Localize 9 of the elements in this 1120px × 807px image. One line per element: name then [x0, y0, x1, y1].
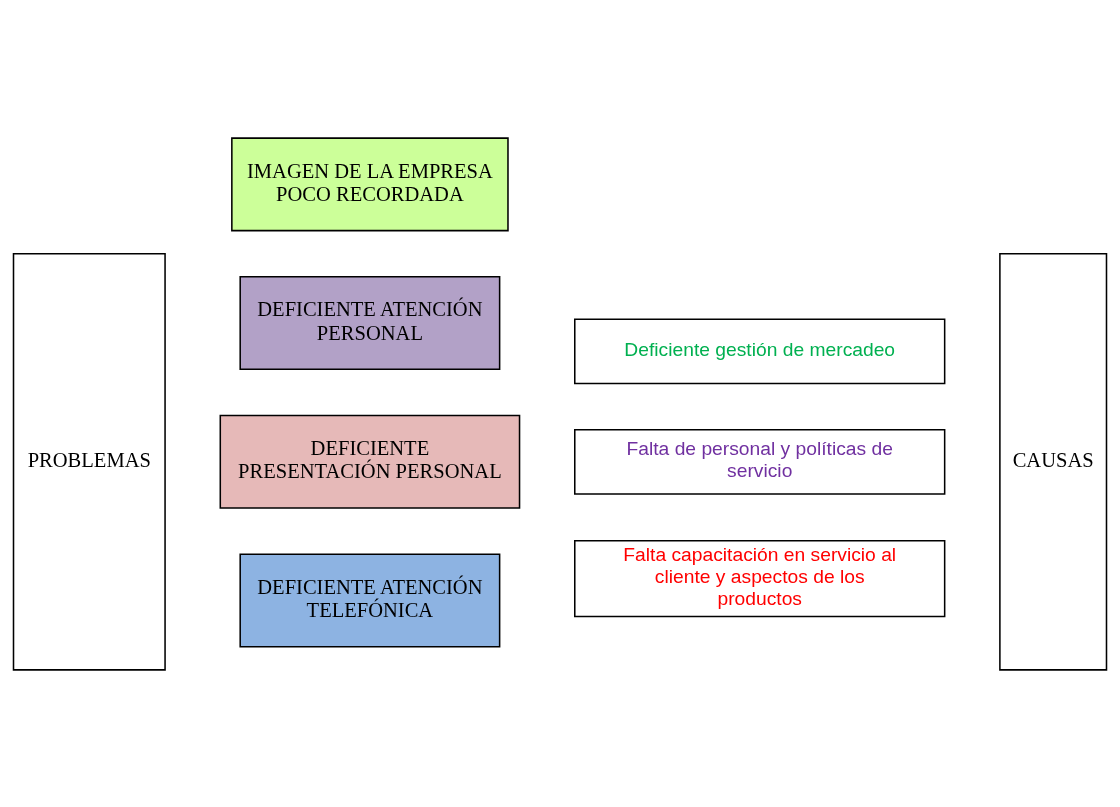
- node-box: Falta capacitación en servicio al cliente y aspectos de los productos: [574, 539, 946, 617]
- node-box: IMAGEN DE LA EMPRESA POCO RECORDADA: [231, 136, 509, 231]
- node-box: CAUSAS: [999, 252, 1108, 671]
- node-box: Falta de personal y políticas de servicio: [574, 428, 946, 495]
- node-box: DEFICIENTE ATENCIÓN TELEFÓNICA: [239, 553, 501, 647]
- node-box: Deficiente gestión de mercadeo: [574, 317, 946, 384]
- node-box: DEFICIENTE PRESENTACIÓN PERSONAL: [219, 414, 521, 509]
- node-box: PROBLEMAS: [12, 252, 166, 671]
- node-box: DEFICIENTE ATENCIÓN PERSONAL: [239, 275, 501, 370]
